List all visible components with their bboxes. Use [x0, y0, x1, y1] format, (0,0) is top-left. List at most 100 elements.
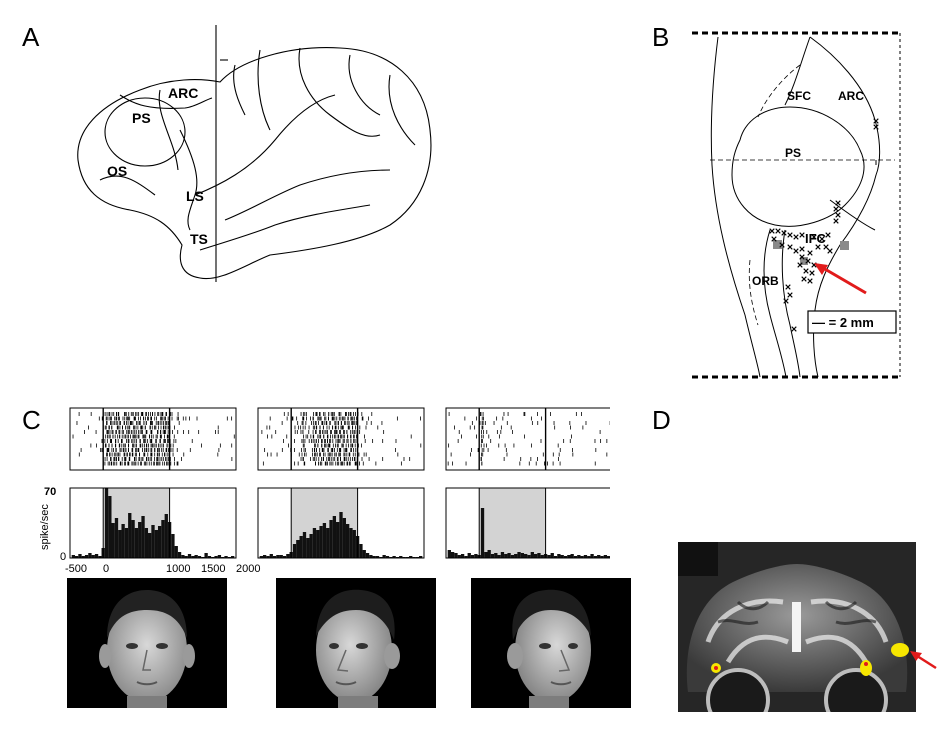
histogram-bar	[138, 522, 142, 558]
histogram-bar	[567, 555, 571, 558]
histogram-bar	[94, 554, 99, 558]
cross-marker-icon	[787, 244, 793, 250]
cross-marker-icon	[815, 244, 821, 250]
x-tick: 1000	[166, 563, 190, 575]
x-tick: -500	[65, 563, 87, 575]
histogram-bar	[272, 556, 277, 558]
histogram-bar	[497, 555, 501, 558]
histogram-bar	[187, 554, 192, 558]
recording-site-markers	[769, 118, 879, 332]
histogram-bar	[177, 552, 182, 558]
histogram-bar	[81, 556, 85, 558]
histogram-bar	[197, 556, 202, 558]
histogram-bar	[467, 553, 471, 558]
cross-marker-icon	[823, 244, 829, 250]
histogram-bar	[282, 556, 287, 558]
histogram-bar	[345, 524, 350, 558]
face-stimulus-right-turn	[471, 578, 631, 708]
histogram-bar	[399, 556, 403, 558]
histogram-bar	[580, 556, 584, 558]
histogram-bar	[365, 553, 370, 558]
grey-recording-square	[840, 241, 849, 250]
histogram-bar	[593, 556, 598, 558]
histogram-bar	[151, 525, 155, 558]
histogram-bar	[91, 555, 95, 558]
histogram-bar	[71, 555, 75, 558]
histogram-bar	[352, 530, 356, 558]
histogram-bar	[207, 556, 212, 558]
histogram-frame	[257, 487, 425, 559]
histogram-bar	[385, 556, 390, 558]
histogram-bar	[336, 522, 340, 558]
histogram-bar	[600, 556, 604, 558]
histogram-bar	[148, 533, 152, 558]
histogram-bar	[550, 553, 554, 558]
histogram-bar	[560, 555, 564, 558]
histogram-bar	[309, 534, 313, 558]
histogram-bar	[279, 555, 283, 558]
red-arrow-icon	[814, 263, 867, 295]
histogram-bar	[84, 555, 89, 558]
histogram-bar	[286, 554, 290, 558]
histogram-bar	[487, 550, 491, 558]
histogram-bar	[161, 520, 165, 558]
histogram-bar	[419, 556, 423, 558]
label-sfc: SFC	[787, 89, 811, 103]
histogram-bar	[191, 556, 195, 558]
histogram-bar	[470, 555, 475, 558]
response-panel	[69, 407, 237, 559]
cross-marker-icon	[805, 258, 811, 264]
histogram-bar	[326, 528, 330, 558]
y-min-tick: 0	[60, 551, 66, 563]
raster-frame	[445, 407, 610, 471]
histogram-bar	[597, 555, 601, 558]
cross-marker-icon	[811, 234, 817, 240]
histogram-bar	[181, 555, 185, 558]
histogram-bar	[217, 555, 222, 558]
cross-marker-icon	[769, 228, 775, 234]
panel-letter-d: D	[652, 405, 671, 435]
histogram-bar	[276, 555, 280, 558]
histogram-bar	[224, 556, 228, 558]
panel-letter-c: C	[22, 405, 41, 435]
panel-letter-a: A	[22, 22, 40, 52]
histogram-bar	[570, 554, 574, 558]
label-arc: ARC	[838, 89, 864, 103]
histogram-bar	[372, 556, 376, 558]
histogram-bar	[131, 520, 135, 558]
histogram-bar	[540, 555, 544, 558]
histogram-bar	[409, 556, 413, 558]
histogram-bar	[104, 488, 109, 558]
cross-marker-icon	[873, 118, 879, 124]
cross-marker-icon	[801, 276, 807, 282]
histogram-bar	[392, 556, 396, 558]
histogram-bar	[514, 554, 518, 558]
panel-a-brain-diagram: ARC PS OS LS TS	[77, 25, 432, 282]
histogram-bar	[450, 552, 455, 558]
histogram-bar	[269, 554, 273, 558]
histogram-bar	[111, 523, 115, 558]
face-stimulus-left-turn	[276, 578, 436, 708]
raster-frame	[69, 407, 237, 471]
histogram-bar	[332, 516, 337, 558]
histogram-bar	[262, 555, 267, 558]
histogram-bar	[494, 553, 498, 558]
label-ps: PS	[785, 146, 801, 160]
response-panel	[445, 407, 610, 559]
histogram-bar	[587, 556, 591, 558]
histogram-bar	[322, 523, 327, 558]
histogram-bar	[607, 556, 610, 558]
histogram-bar	[480, 508, 485, 558]
cross-marker-icon	[809, 270, 815, 276]
histogram-bar	[590, 554, 594, 558]
histogram-bar	[214, 556, 218, 558]
histogram-bar	[121, 524, 125, 558]
brain-outline	[77, 47, 432, 280]
histogram-bar	[603, 555, 608, 558]
x-tick: 0	[103, 563, 109, 575]
scale-bar-label: — = 2 mm	[812, 315, 874, 330]
histogram-bar	[204, 553, 208, 558]
histogram-bar	[530, 552, 534, 558]
histogram-bar	[447, 550, 451, 558]
cross-marker-icon	[873, 124, 879, 130]
